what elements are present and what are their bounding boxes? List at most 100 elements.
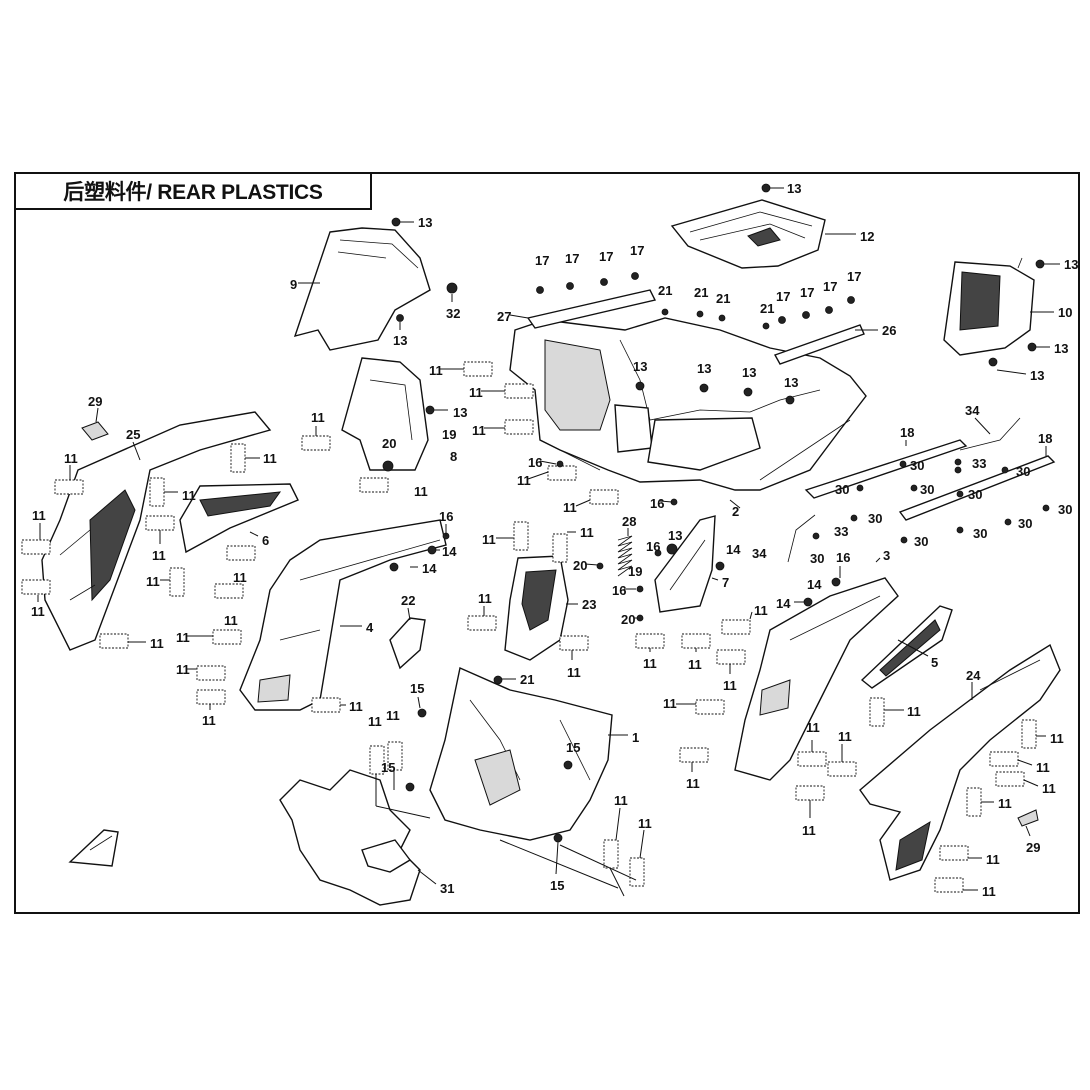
callout-c16e: 16 — [836, 550, 850, 565]
callout-c29a: 29 — [88, 394, 102, 409]
callout-c11al: 11 — [1042, 781, 1056, 796]
callout-c16c: 16 — [439, 509, 453, 524]
callout-c11x: 11 — [643, 656, 657, 671]
callout-c26: 26 — [882, 323, 896, 338]
leader-lines — [37, 187, 1060, 897]
callout-c2: 2 — [732, 504, 739, 519]
callout-c30e: 30 — [968, 487, 982, 502]
callout-c30c: 30 — [835, 482, 849, 497]
callout-c11i: 11 — [563, 500, 577, 515]
callout-c14b: 14 — [726, 542, 741, 557]
callout-c17e: 17 — [776, 289, 790, 304]
callout-c11q: 11 — [31, 604, 45, 619]
callout-c18b: 18 — [1038, 431, 1052, 446]
callout-c28: 28 — [622, 514, 636, 529]
callout-c6: 6 — [262, 533, 269, 548]
callout-c11z: 11 — [176, 662, 190, 677]
callout-c15a: 15 — [410, 681, 424, 696]
part-34-cable-lower — [787, 514, 816, 563]
callout-c11h: 11 — [517, 473, 531, 488]
part-22-cap — [389, 617, 426, 670]
callout-c11n: 11 — [580, 525, 594, 540]
part-2-rear-body — [509, 317, 867, 491]
callout-c16f: 16 — [612, 583, 626, 598]
callout-c20c: 20 — [621, 612, 635, 627]
callout-c30b: 30 — [1016, 464, 1030, 479]
callout-c11as: 11 — [982, 884, 996, 899]
part-24-right-fender — [859, 643, 1061, 881]
part-25-left-fender — [41, 411, 272, 651]
callout-c33b: 33 — [834, 524, 848, 539]
callout-c11an: 11 — [998, 796, 1012, 811]
callout-c13b: 13 — [418, 215, 432, 230]
callout-c11ar: 11 — [986, 852, 1000, 867]
part-10-right-panel — [943, 257, 1035, 356]
callout-c11a: 11 — [429, 363, 443, 378]
callout-c11af: 11 — [368, 714, 382, 729]
callout-c19a: 19 — [442, 427, 456, 442]
callout-c11l: 11 — [152, 548, 166, 563]
callout-c3: 3 — [883, 548, 890, 563]
callout-c11d: 11 — [311, 410, 325, 425]
callout-c14c: 14 — [422, 561, 437, 576]
callout-c1: 1 — [632, 730, 639, 745]
callout-c17g: 17 — [823, 279, 837, 294]
part-12-rear-cover — [670, 199, 826, 269]
callout-c11ap: 11 — [638, 816, 652, 831]
callout-c21c: 21 — [716, 291, 730, 306]
callout-c13k: 13 — [453, 405, 467, 420]
callout-c30a: 30 — [910, 458, 924, 473]
callout-c30i: 30 — [973, 526, 987, 541]
part-6-mudguard — [179, 483, 299, 554]
callout-c11aq: 11 — [802, 823, 816, 838]
part-34-cable-upper — [959, 417, 1021, 451]
callout-c11c: 11 — [472, 423, 486, 438]
callout-c7: 7 — [722, 575, 729, 590]
callout-c11r: 11 — [224, 613, 238, 628]
callout-c17b: 17 — [565, 251, 579, 266]
callout-c11w: 11 — [567, 665, 581, 680]
callout-c22: 22 — [401, 593, 415, 608]
callout-c21a: 21 — [658, 283, 672, 298]
callout-c11am: 11 — [686, 776, 700, 791]
callout-c21b: 21 — [694, 285, 708, 300]
callout-c11g: 11 — [64, 451, 78, 466]
callout-c11ae: 11 — [907, 704, 921, 719]
callout-c11ah: 11 — [806, 720, 820, 735]
callout-c16a: 16 — [528, 455, 542, 470]
callout-c33a: 33 — [972, 456, 986, 471]
callout-c11ao: 11 — [614, 793, 628, 808]
part-5-mudguard — [860, 605, 953, 689]
callout-c8: 8 — [450, 449, 457, 464]
part-7-bracket — [654, 515, 716, 613]
part-4-left-side-panel — [239, 519, 447, 711]
callout-c14a: 14 — [442, 544, 457, 559]
callout-c16b: 16 — [650, 496, 664, 511]
callout-c14e: 14 — [776, 596, 791, 611]
callout-c13c: 13 — [393, 333, 407, 348]
callout-c13f: 13 — [1030, 368, 1044, 383]
callout-c17d: 17 — [630, 243, 644, 258]
diagram-title: 后塑料件/ REAR PLASTICS — [63, 181, 323, 204]
callout-c11t: 11 — [754, 603, 768, 618]
callout-c30j: 30 — [914, 534, 928, 549]
callout-c23: 23 — [582, 597, 596, 612]
title-box: 后塑料件/ REAR PLASTICS — [14, 172, 372, 210]
callout-c34a: 34 — [965, 403, 980, 418]
part-18-right-plate — [898, 455, 1056, 521]
front-direction-arrow-icon — [68, 829, 119, 867]
callout-c12: 12 — [860, 229, 874, 244]
callout-c20a: 20 — [382, 436, 396, 451]
callout-c10: 10 — [1058, 305, 1072, 320]
part-9-left-panel — [293, 227, 431, 351]
part-31-floor-mat — [279, 769, 421, 906]
callout-c34b: 34 — [752, 546, 767, 561]
part-26-bracket — [773, 324, 865, 365]
callout-c13g: 13 — [633, 359, 647, 374]
callout-c32: 32 — [446, 306, 460, 321]
callout-c11ab: 11 — [202, 713, 216, 728]
callout-c11y: 11 — [688, 657, 702, 672]
callout-c11m: 11 — [482, 532, 496, 547]
